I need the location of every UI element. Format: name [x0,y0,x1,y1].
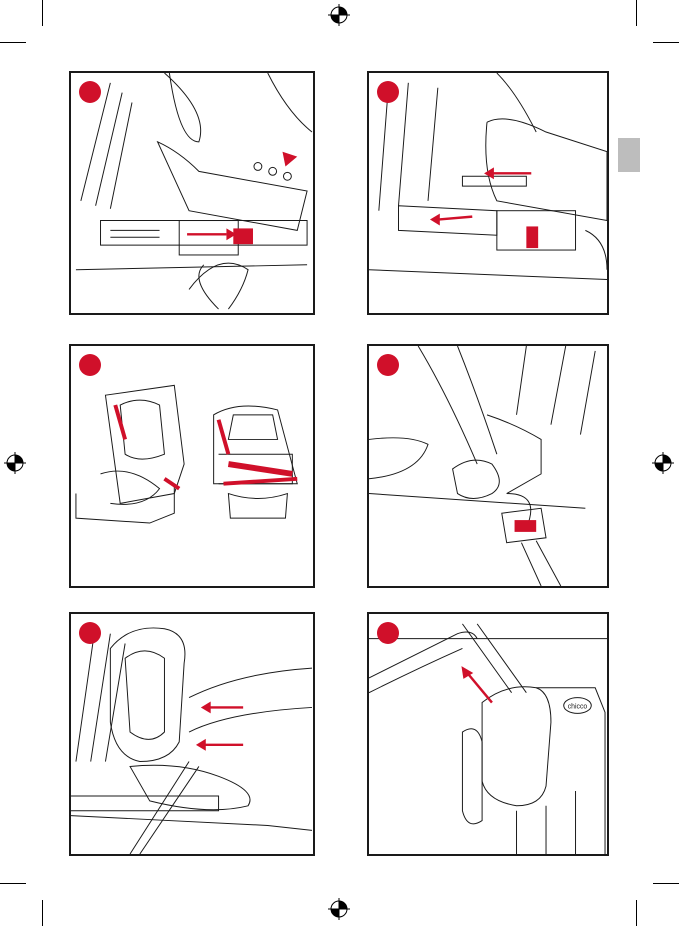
step-number-badge [377,81,399,103]
registration-mark-icon [652,452,674,474]
seat-adjust-illustration [71,614,313,854]
step-number-badge [79,354,101,376]
harness-path-illustration [71,346,313,586]
crop-mark [42,900,43,926]
belt-guide-illustration: chicco [369,614,607,854]
brand-logo: chicco [568,703,588,710]
isofix-slide-illustration [369,73,607,313]
panel-step-2 [367,71,609,315]
registration-mark-icon [328,898,350,920]
step-number-badge [377,354,399,376]
crop-mark [636,900,637,926]
panel-step-4 [367,344,609,588]
crop-mark [0,883,26,884]
language-tab [618,138,640,172]
crop-mark [42,0,43,26]
registration-mark-icon [328,4,350,26]
isofix-connector-illustration [71,73,313,313]
crop-mark [0,42,26,43]
step-number-badge [79,622,101,644]
seat-belt-buckle-illustration [369,346,607,586]
registration-mark-icon [4,452,26,474]
panel-step-1 [69,71,315,315]
panel-step-3 [69,344,315,588]
crop-mark [653,42,679,43]
step-number-badge [79,81,101,103]
crop-mark [653,883,679,884]
panel-step-5 [69,612,315,856]
panel-step-6: chicco [367,612,609,856]
step-number-badge [377,622,399,644]
crop-mark [636,0,637,26]
